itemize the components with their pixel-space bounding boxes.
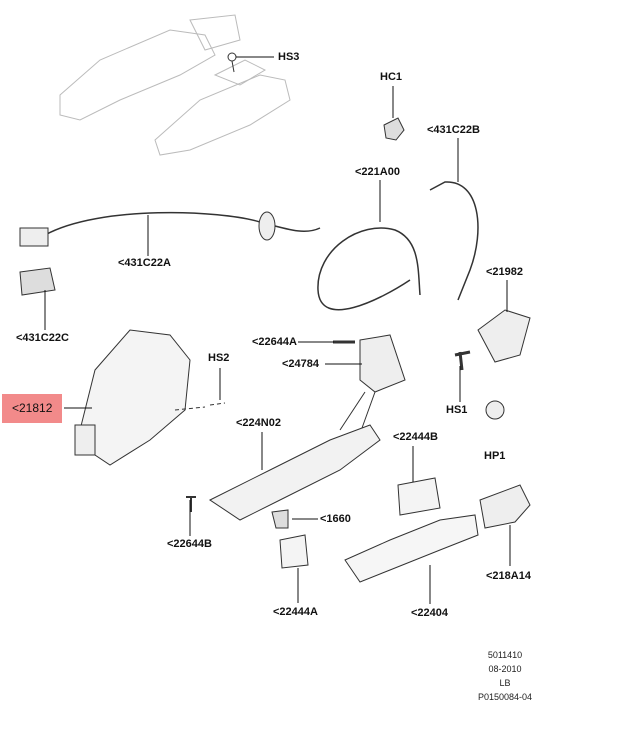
gasket-22444a (279, 534, 309, 569)
footer-code: LB (499, 678, 511, 688)
leader-lines (44, 56, 511, 604)
reference-handle-outline (59, 14, 291, 156)
callout-431c22b: <431C22B (427, 124, 480, 136)
clip-hc1 (383, 117, 405, 141)
callout-1660: <1660 (320, 513, 351, 525)
callout-21982: <21982 (486, 266, 524, 278)
screw-hs1 (454, 350, 471, 371)
callout-hp1: HP1 (484, 450, 506, 462)
callout-221a00: <221A00 (355, 166, 400, 178)
cover-218a14 (479, 484, 531, 529)
cable-431c22a (44, 211, 321, 236)
footer-illustration-id: P0150084-04 (477, 692, 533, 702)
bolt-22644b (186, 496, 196, 512)
screw-hs2 (174, 402, 226, 411)
cable-end-431c22a (19, 227, 49, 247)
part-1660 (271, 509, 289, 529)
callout-hs2: HS2 (208, 352, 230, 364)
plug-hp1 (485, 400, 505, 420)
callout-431c22c: <431C22C (16, 332, 69, 344)
cable-431c22b (429, 181, 479, 301)
callout-22444a: <22444A (273, 606, 318, 618)
callout-hs3: HS3 (278, 51, 300, 63)
callout-21812-highlighted[interactable]: <21812 (2, 394, 63, 423)
clip-431c22c (19, 267, 56, 296)
callout-22644a: <22644A (252, 336, 297, 348)
bracket-24784 (359, 334, 406, 393)
callout-218a14: <218A14 (486, 570, 531, 582)
callout-24784: <24784 (282, 358, 320, 370)
cable-221a00 (317, 227, 421, 311)
callout-hc1: HC1 (380, 71, 403, 83)
callout-22644b: <22644B (167, 538, 212, 550)
screw-hs3 (227, 52, 237, 73)
callout-22404: <22404 (411, 607, 449, 619)
callout-hs1: HS1 (446, 404, 468, 416)
callout-224n02: <224N02 (236, 417, 281, 429)
frame-224n02 (209, 424, 381, 521)
callout-431c22a: <431C22A (118, 257, 171, 269)
handle-22404 (344, 514, 479, 583)
latch-21812 (79, 329, 191, 466)
footer-date: 08-2010 (488, 664, 522, 674)
callout-22444b: <22444B (393, 431, 438, 443)
striker-21982 (477, 309, 531, 363)
gasket-22444b (397, 477, 441, 516)
footer-ref-number: 5011410 (487, 650, 523, 660)
